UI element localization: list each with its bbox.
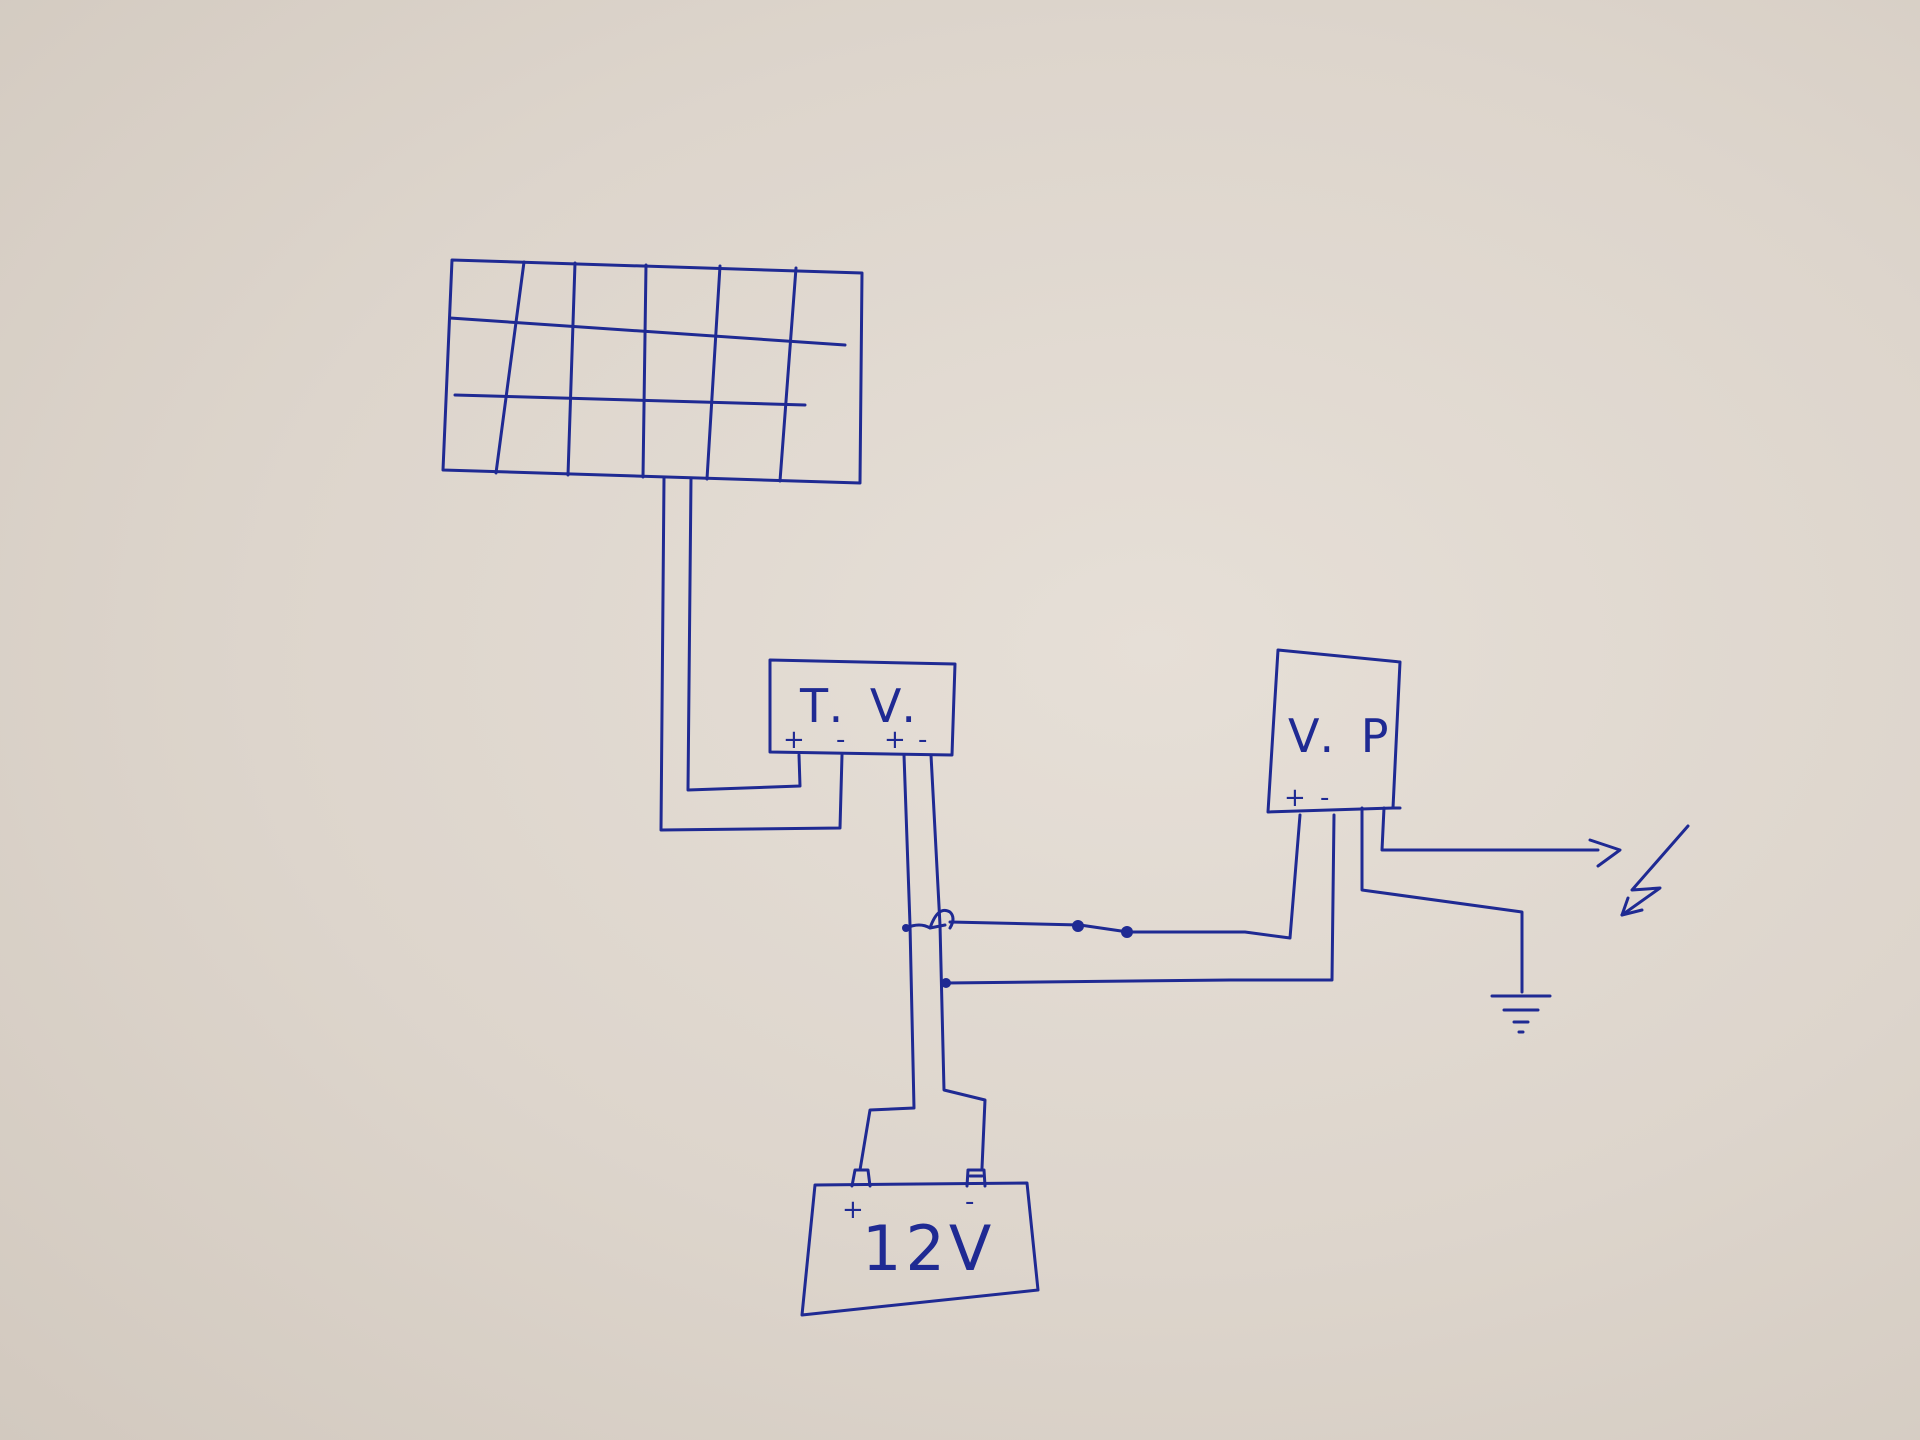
ac-output-arrow-icon <box>1588 838 1622 868</box>
battery-label: 12V <box>862 1212 995 1285</box>
solar-panel <box>441 258 864 485</box>
controller-out-minus-label: - <box>918 725 927 755</box>
inverter-plus-label: + <box>1284 783 1306 813</box>
inverter-minus-label: - <box>1320 783 1329 813</box>
ground-symbol <box>1490 994 1552 1034</box>
battery-plus-label: + <box>842 1195 864 1225</box>
panel-to-controller-wires <box>659 476 844 832</box>
charge-controller: T. V. + - + - <box>768 658 957 757</box>
controller-to-battery-wires <box>858 753 987 1172</box>
inverter-supply-wires <box>902 813 1336 988</box>
battery: + - 12V <box>800 1168 1040 1317</box>
inverter-label: V. P <box>1288 709 1395 763</box>
charge-controller-label: T. V. <box>799 679 922 733</box>
inverter: V. P + - <box>1266 648 1402 814</box>
controller-out-plus-label: + <box>884 725 906 755</box>
controller-in-plus-label: + <box>783 725 805 755</box>
inverter-output-wires <box>1360 806 1600 994</box>
battery-minus-label: - <box>965 1187 974 1217</box>
controller-in-minus-label: - <box>836 725 845 755</box>
lightning-bolt-icon <box>1620 824 1690 917</box>
